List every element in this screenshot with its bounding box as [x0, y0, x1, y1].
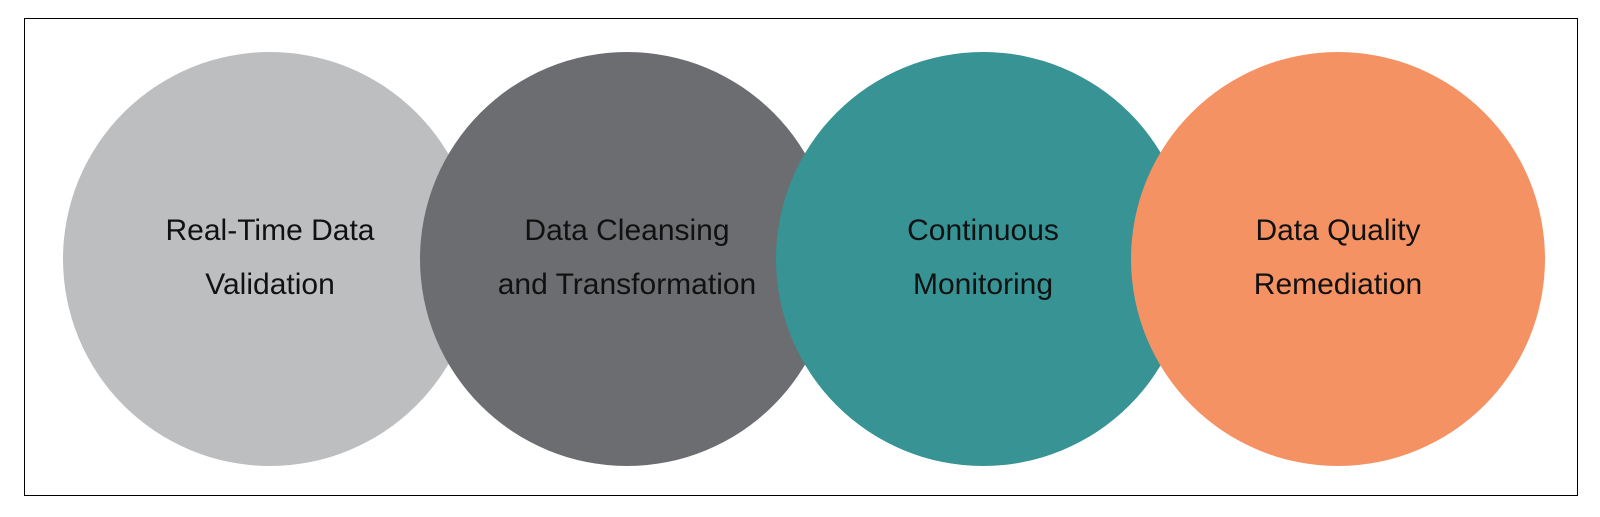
node-label: Data Cleansing and Transformation — [498, 204, 756, 312]
node-label-line: Remediation — [1253, 268, 1423, 301]
node-label-line: Real-Time Data — [165, 214, 375, 247]
node-label: Real-Time Data Validation — [166, 204, 375, 312]
node-label-line: Monitoring — [912, 268, 1054, 301]
node-label-line: and Transformation — [497, 268, 757, 301]
node-data-cleansing-and-transformation: Data Cleansing and Transformation — [420, 52, 834, 466]
node-label-line: Validation — [205, 268, 335, 301]
node-label-line: Data Cleansing — [524, 214, 730, 247]
node-label-line: Continuous — [907, 214, 1059, 247]
node-real-time-data-validation: Real-Time Data Validation — [63, 52, 477, 466]
node-label: Data Quality Remediation — [1254, 204, 1422, 312]
node-label: Continuous Monitoring — [907, 204, 1059, 312]
node-continuous-monitoring: Continuous Monitoring — [776, 52, 1190, 466]
node-data-quality-remediation: Data Quality Remediation — [1131, 52, 1545, 466]
node-label-line: Data Quality — [1255, 214, 1421, 247]
